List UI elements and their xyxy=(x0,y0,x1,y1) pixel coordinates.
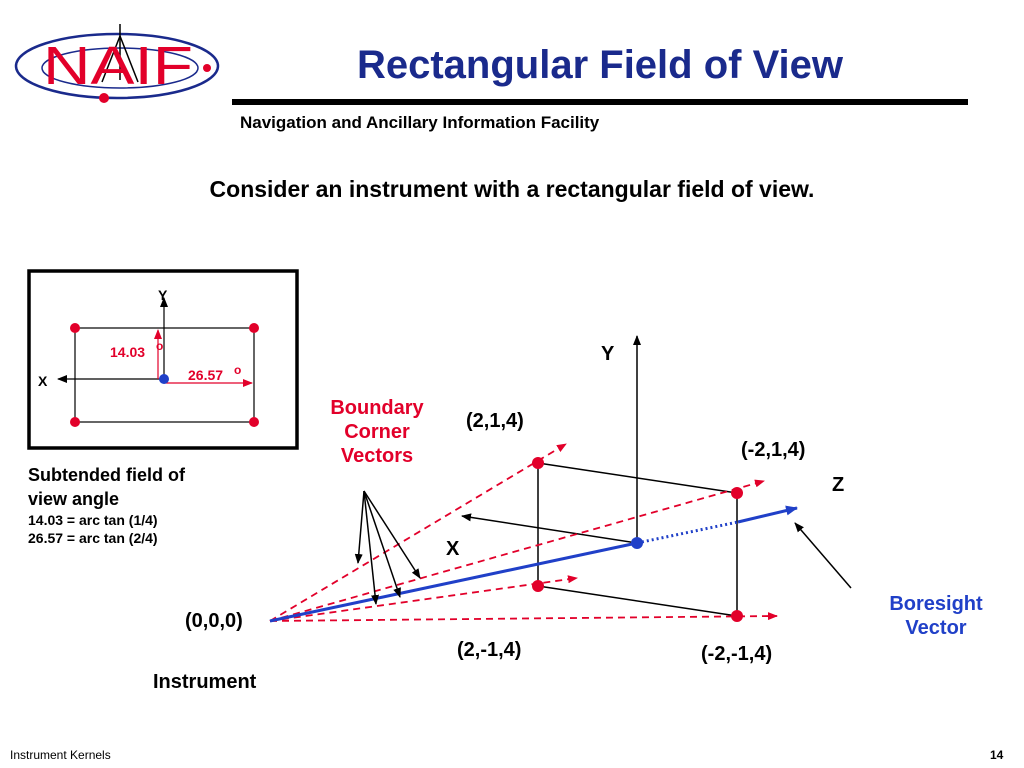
corner-vector-top-left xyxy=(269,443,567,622)
logo-compass-arm-right xyxy=(119,35,139,83)
logo-compass-arm-left xyxy=(101,35,121,83)
page-subtitle: Navigation and Ancillary Information Fac… xyxy=(240,113,600,132)
corner-vector-bottom-right xyxy=(269,612,778,622)
axis-z-label: Z xyxy=(832,474,845,496)
title-rule xyxy=(232,99,968,105)
boresight-callout-arrow xyxy=(794,522,852,589)
callout-arrow-1 xyxy=(354,490,365,564)
boundary-line3: Vectors xyxy=(340,445,414,467)
subtended-title-line2: view angle xyxy=(28,489,120,509)
corner-dot-top-left xyxy=(532,457,544,469)
footer-section-title: Instrument Kernels xyxy=(10,748,111,762)
inset-corner-bottom-left xyxy=(70,417,80,427)
corner-vector-top-right xyxy=(269,479,765,622)
boresight-vector-dotted xyxy=(636,520,739,545)
corner-dot-bottom-right xyxy=(731,610,743,622)
subtended-title-line1: Subtended field of xyxy=(28,465,185,485)
page-title: Rectangular Field of View xyxy=(356,43,844,87)
logo-wordmark: NAIF xyxy=(43,36,193,96)
axis-x-label: X xyxy=(446,538,460,560)
corner-label-top-left: (2,1,4) xyxy=(466,410,524,432)
boresight-vector-label: Boresight Vector xyxy=(866,592,1006,640)
instrument-label: Instrument xyxy=(153,671,257,693)
logo-dot-bottom xyxy=(99,93,109,103)
inset-corner-top-left xyxy=(70,323,80,333)
corner-dot-bottom-left xyxy=(532,580,544,592)
axis-y-label: Y xyxy=(601,343,615,365)
boresight-vector-tip xyxy=(737,505,798,524)
inset-angle-vertical: 14.03 xyxy=(110,344,146,360)
boundary-line1: Boundary xyxy=(330,397,424,419)
boresight-center-dot xyxy=(631,537,643,549)
page-number: 14 xyxy=(990,748,1004,762)
naif-logo: NAIF xyxy=(14,24,220,103)
subtended-fov-note: Subtended field of view angle 14.03 = ar… xyxy=(28,463,248,547)
callout-arrow-3 xyxy=(363,490,401,598)
inset-degree-horizontal: o xyxy=(234,363,242,377)
boresight-vector-solid xyxy=(269,541,638,623)
corner-label-top-right: (-2,1,4) xyxy=(741,439,806,461)
boundary-line2: Corner xyxy=(344,421,410,443)
inset-y-label: Y xyxy=(158,287,168,303)
subtended-equation-1: 14.03 = arc tan (1/4) xyxy=(28,512,158,528)
inset-corner-bottom-right xyxy=(249,417,259,427)
boundary-corner-vectors-label: Boundary Corner Vectors xyxy=(312,396,442,468)
origin-label: (0,0,0) xyxy=(185,610,243,632)
callout-arrow-2 xyxy=(363,490,380,605)
corner-label-bottom-left: (2,-1,4) xyxy=(457,639,522,661)
inset-degree-vertical: o xyxy=(156,339,164,353)
callout-arrow-4 xyxy=(363,490,421,579)
corner-label-bottom-right: (-2,-1,4) xyxy=(701,643,773,665)
corner-vector-bottom-left xyxy=(269,575,578,622)
inset-angle-horizontal: 26.57 xyxy=(188,367,224,383)
subtended-equation-2: 26.57 = arc tan (2/4) xyxy=(28,530,158,546)
boresight-line2: Vector xyxy=(905,617,967,639)
inset-x-label: X xyxy=(38,373,48,389)
intro-text: Consider an instrument with a rectangula… xyxy=(209,176,815,202)
axis-x-arrow xyxy=(461,513,638,544)
corner-dot-top-right xyxy=(731,487,743,499)
logo-orbit-outer xyxy=(14,32,220,100)
logo-dot-right xyxy=(203,64,211,72)
boresight-line1: Boresight xyxy=(889,593,983,615)
inset-boresight-dot xyxy=(159,374,169,384)
inset-corner-top-right xyxy=(249,323,259,333)
